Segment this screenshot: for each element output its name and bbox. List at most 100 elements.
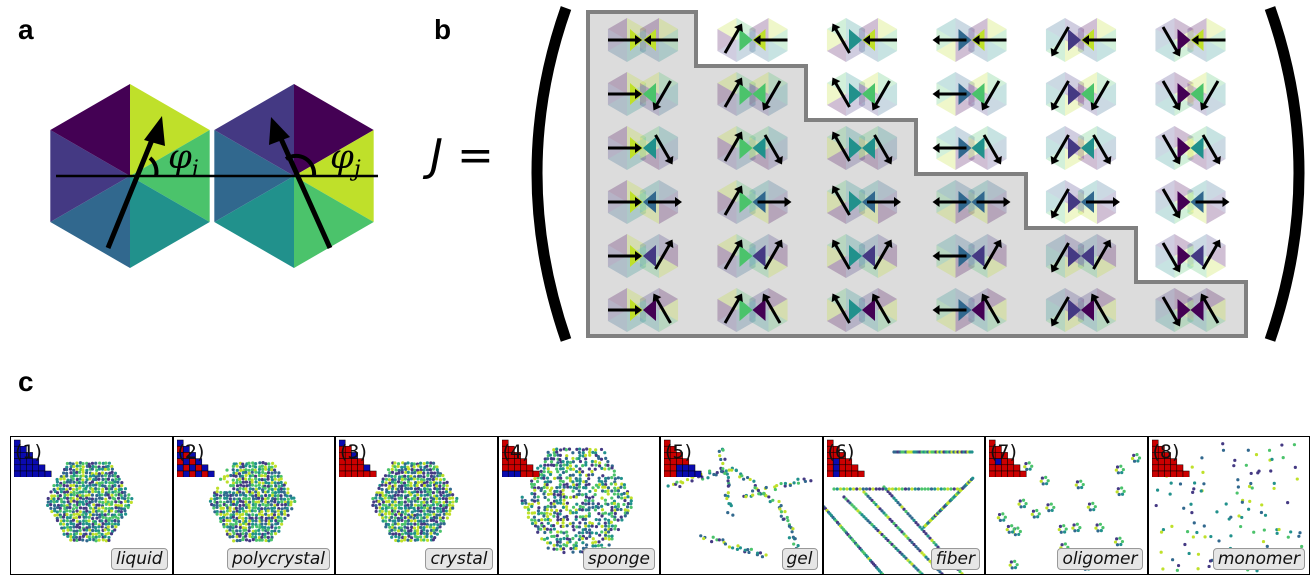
particle xyxy=(905,536,910,540)
particle xyxy=(416,522,420,526)
particle xyxy=(71,496,75,500)
particle xyxy=(721,467,725,471)
particle xyxy=(110,481,115,485)
particle xyxy=(548,530,552,534)
particle xyxy=(530,511,534,515)
particle xyxy=(78,525,82,530)
particle xyxy=(536,501,540,505)
particle xyxy=(675,480,679,484)
particle xyxy=(104,522,108,526)
particle xyxy=(1096,529,1100,533)
particle xyxy=(410,462,414,466)
particle xyxy=(1254,453,1258,457)
particle xyxy=(94,461,98,465)
particle xyxy=(558,483,562,487)
inset-cell xyxy=(832,470,840,477)
particle xyxy=(600,489,604,493)
particle xyxy=(228,516,232,520)
particle xyxy=(273,526,277,530)
particle xyxy=(58,522,63,526)
particle xyxy=(742,477,746,481)
particle xyxy=(442,512,446,516)
particle xyxy=(119,510,123,514)
particle xyxy=(95,468,99,472)
particle xyxy=(59,519,63,523)
particle xyxy=(919,487,923,491)
particle xyxy=(597,476,601,480)
particle xyxy=(861,490,866,494)
particle xyxy=(584,508,588,512)
particle xyxy=(429,481,433,485)
particle xyxy=(425,538,430,542)
particle xyxy=(81,484,85,488)
arrow-left-head xyxy=(734,293,743,303)
particle xyxy=(422,484,427,488)
particle xyxy=(273,484,277,488)
particle xyxy=(557,485,561,489)
particle xyxy=(419,538,423,542)
hexagon-wedge xyxy=(659,18,679,40)
particle xyxy=(438,487,442,491)
particle xyxy=(744,495,748,499)
particle xyxy=(853,507,858,511)
particle xyxy=(234,535,239,539)
particle xyxy=(548,453,552,457)
particle xyxy=(570,524,575,529)
particle xyxy=(590,495,594,499)
particle xyxy=(110,519,114,523)
particle xyxy=(107,484,111,488)
particle xyxy=(75,461,79,465)
phi-i-label: φi xyxy=(168,137,199,182)
particle xyxy=(409,505,413,510)
particle xyxy=(1115,543,1120,547)
particle xyxy=(428,484,432,488)
particle xyxy=(263,538,268,543)
particle xyxy=(403,506,408,510)
edge-triangle-right xyxy=(643,245,656,267)
particle xyxy=(55,491,60,495)
particle xyxy=(104,493,108,497)
particle xyxy=(1161,527,1165,532)
panel-c-letter: c xyxy=(18,366,34,397)
particle xyxy=(599,530,603,534)
particle xyxy=(94,465,98,469)
particle xyxy=(407,499,411,503)
particle xyxy=(400,484,404,488)
particle xyxy=(436,523,440,527)
arrow-left-head xyxy=(831,185,841,195)
inset-cell xyxy=(989,464,996,472)
particle xyxy=(254,516,258,520)
particle xyxy=(1076,486,1080,490)
particle xyxy=(406,470,410,474)
phase-panel: (8)monomer xyxy=(1147,436,1310,575)
matrix-cell xyxy=(717,72,788,116)
particle xyxy=(100,493,104,497)
particle xyxy=(442,504,446,508)
particle xyxy=(81,478,85,482)
edge-triangle-left xyxy=(1177,191,1191,213)
particle xyxy=(263,486,267,490)
particle xyxy=(381,519,385,523)
particle xyxy=(1059,530,1063,534)
particle xyxy=(259,535,264,539)
particle xyxy=(723,493,727,497)
particle xyxy=(571,467,575,471)
particle xyxy=(520,501,524,505)
particle xyxy=(91,532,95,536)
particle xyxy=(1236,485,1240,489)
matrix-cell xyxy=(1155,288,1226,332)
particle xyxy=(1028,467,1032,471)
arrow-left-head xyxy=(831,293,841,303)
particle xyxy=(97,474,101,478)
particle xyxy=(214,496,219,501)
particle xyxy=(124,512,128,516)
particle xyxy=(580,531,584,535)
particle xyxy=(629,499,633,503)
particle xyxy=(1049,502,1053,506)
particle xyxy=(580,464,584,468)
phase-label: fiber xyxy=(930,548,980,570)
particle xyxy=(65,506,69,510)
particle xyxy=(234,481,238,485)
particle xyxy=(629,505,633,510)
hexagon-wedge xyxy=(878,94,898,116)
